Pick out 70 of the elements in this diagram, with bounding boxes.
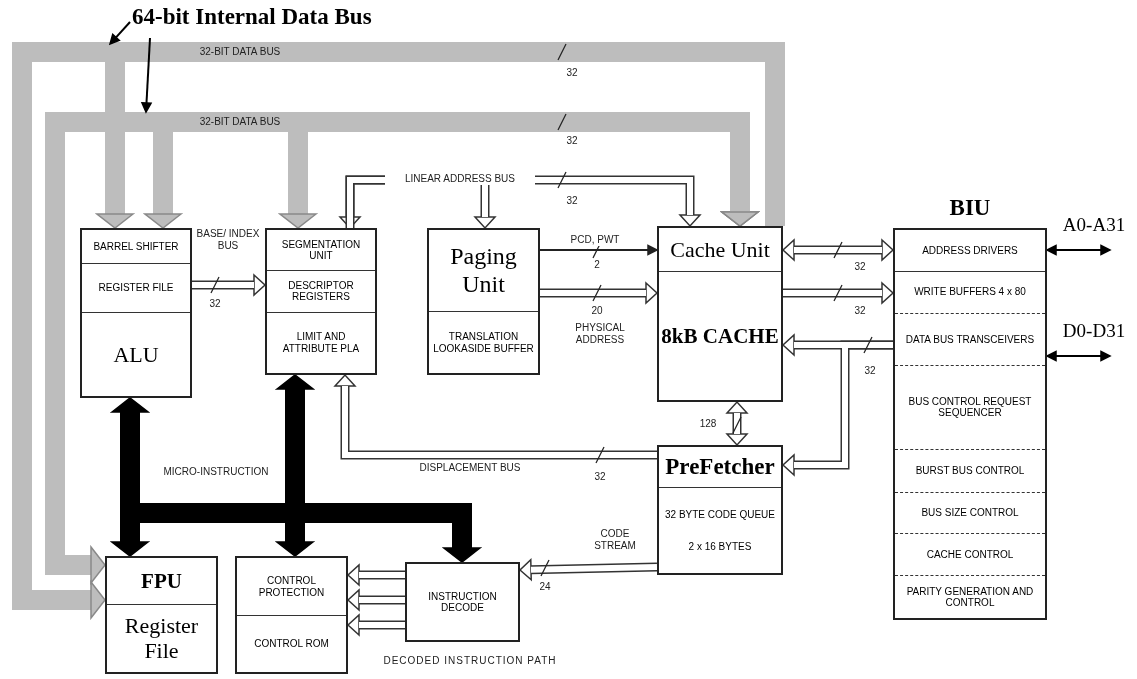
unit-title: PreFetcher (664, 453, 776, 481)
signal-label: D0-D31 (1061, 320, 1127, 342)
bit-width-label: 32 (853, 305, 867, 317)
bus-arrow (347, 589, 405, 611)
bus-arrow (783, 282, 894, 304)
section-label: 2 x 16 BYTES (687, 540, 753, 553)
section-label: DESCRIPTOR REGISTERS (287, 279, 355, 303)
unit-box (657, 445, 783, 575)
unit-title: Register File (123, 613, 200, 664)
bit-width-label: 32 (565, 135, 579, 147)
bit-width-label: 32 (853, 261, 867, 273)
section-label: DATA BUS TRANSCEIVERS (904, 333, 1036, 346)
leader-arrow (109, 21, 131, 45)
section-label: BARREL SHIFTER (92, 240, 180, 253)
section-label: TRANSLATION LOOKASIDE BUFFER (432, 331, 535, 355)
leader-arrow (141, 37, 152, 113)
unit-title: 8kB CACHE (660, 323, 780, 348)
section-label: 32 BYTE CODE QUEUE (664, 508, 776, 521)
bus-arrow (347, 564, 405, 586)
section-label: INSTRUCTION DECODE (427, 590, 498, 614)
edge-label: BASE/ INDEX BUS (194, 228, 262, 252)
path-label: DECODED INSTRUCTION PATH (382, 655, 558, 667)
bit-width-label: 32 (208, 298, 222, 310)
bus-arrow (782, 239, 894, 261)
unit-title: BIU (948, 194, 992, 222)
unit-title: Paging Unit (449, 242, 518, 299)
unit-box (265, 228, 377, 375)
bit-width-label: 32 (565, 67, 579, 79)
bus-arrow (347, 614, 405, 636)
section-label: BUS CONTROL REQUEST SEQUENCER (907, 395, 1033, 419)
section-label: PARITY GENERATION AND CONTROL (905, 585, 1035, 609)
signal-arrow (539, 244, 658, 256)
unit-box (405, 562, 520, 642)
signal-label: A0-A31 (1061, 214, 1127, 236)
bus-arrow (540, 282, 658, 304)
section-label: REGISTER FILE (97, 282, 175, 294)
section-label: WRITE BUFFERS 4 x 80 (913, 286, 1027, 298)
bit-width-label: 128 (698, 418, 718, 430)
bus-arrow (334, 374, 657, 460)
section-label: LIMIT AND ATTRIBUTE PLA (281, 331, 361, 355)
bit-width-label: 2 (593, 259, 601, 271)
section-label: CONTROL PROTECTION (257, 575, 326, 599)
bit-width-label: 24 (538, 581, 552, 593)
section-label: CACHE CONTROL (925, 549, 1015, 561)
signal-arrow (1046, 350, 1111, 362)
unit-title: FPU (140, 568, 183, 594)
unit-box (427, 228, 540, 375)
bus-arrow (726, 401, 748, 446)
bit-width-label: 20 (590, 305, 604, 317)
edge-label: LINEAR ADDRESS BUS (385, 173, 535, 185)
bus-arrow (519, 559, 658, 581)
signal-label: 64-bit Internal Data Bus (131, 4, 373, 31)
bus-arrow (782, 340, 893, 476)
section-label: BURST BUS CONTROL (914, 464, 1026, 477)
unit-title: Cache Unit (669, 236, 771, 262)
bit-width-label: 32 (593, 471, 607, 483)
section-label: CONTROL ROM (253, 638, 330, 650)
section-label: ADDRESS DRIVERS (921, 244, 1019, 257)
bus-arrow (192, 274, 266, 296)
section-label: SEGMENTATION UNIT (280, 238, 362, 262)
unit-box (105, 556, 218, 674)
section-label: BUS SIZE CONTROL (920, 507, 1020, 519)
bit-width-label: 32 (565, 195, 579, 207)
unit-box (80, 228, 192, 398)
bus-band-arrow (45, 112, 759, 584)
unit-box (235, 556, 348, 674)
signal-arrow (1046, 244, 1111, 256)
unit-title: ALU (112, 341, 160, 368)
bit-width-label: 32 (863, 365, 877, 377)
unit-box (657, 226, 783, 402)
